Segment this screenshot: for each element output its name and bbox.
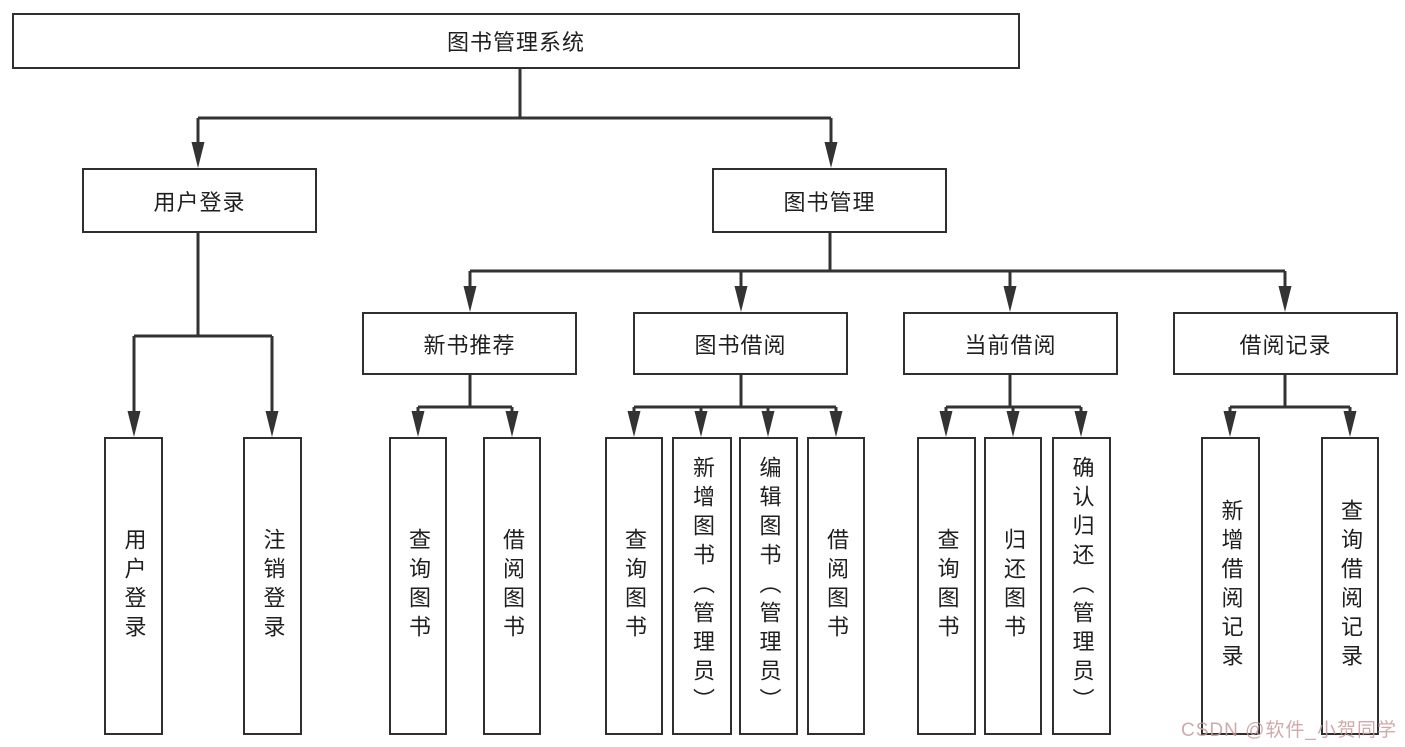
leaf-confirm-return-admin-label: 确认归还（管理员） — [1069, 455, 1095, 717]
leaf-add-books-admin-label: 新增图书（管理员） — [690, 455, 715, 717]
node-borrow-records: 借阅记录 — [1173, 312, 1398, 375]
leaf-logout-label: 注销登录 — [260, 528, 286, 644]
leaf-borrow-books-2: 借阅图书 — [807, 437, 865, 735]
leaf-query-books-1-label: 查询图书 — [406, 528, 431, 644]
csdn-watermark: CSDN @软件_小贺同学 — [1181, 720, 1397, 741]
leaf-borrow-books-2-label: 借阅图书 — [824, 528, 849, 644]
leaf-return-books-label: 归还图书 — [1001, 528, 1026, 644]
leaf-borrow-books-1-label: 借阅图书 — [500, 528, 525, 644]
leaf-query-borrow-record-label: 查询借阅记录 — [1338, 499, 1363, 673]
leaf-borrow-books-1: 借阅图书 — [483, 437, 541, 735]
leaf-edit-books-admin: 编辑图书（管理员） — [739, 437, 798, 735]
leaf-add-borrow-record: 新增借阅记录 — [1201, 437, 1260, 735]
node-book-borrow: 图书借阅 — [633, 312, 848, 375]
node-book-management: 图书管理 — [712, 168, 947, 233]
node-system-root: 图书管理系统 — [12, 13, 1020, 69]
leaf-query-books-3-label: 查询图书 — [934, 528, 960, 644]
leaf-user-login: 用户登录 — [104, 437, 163, 735]
leaf-query-books-2: 查询图书 — [605, 437, 663, 735]
node-current-borrow: 当前借阅 — [903, 312, 1118, 375]
leaf-add-books-admin: 新增图书（管理员） — [672, 437, 732, 735]
leaf-edit-books-admin-label: 编辑图书（管理员） — [756, 455, 782, 717]
leaf-return-books: 归还图书 — [984, 437, 1042, 735]
leaf-query-books-3: 查询图书 — [917, 437, 976, 735]
node-new-book-recommend: 新书推荐 — [362, 312, 577, 375]
leaf-query-borrow-record: 查询借阅记录 — [1321, 437, 1379, 735]
node-user-login: 用户登录 — [82, 168, 317, 233]
leaf-logout: 注销登录 — [243, 437, 302, 735]
leaf-user-login-label: 用户登录 — [121, 528, 147, 644]
leaf-add-borrow-record-label: 新增借阅记录 — [1218, 499, 1244, 673]
arrowheads — [127, 142, 1357, 437]
leaf-query-books-2-label: 查询图书 — [622, 528, 647, 644]
leaf-query-books-1: 查询图书 — [389, 437, 447, 735]
leaf-confirm-return-admin: 确认归还（管理员） — [1052, 437, 1111, 735]
